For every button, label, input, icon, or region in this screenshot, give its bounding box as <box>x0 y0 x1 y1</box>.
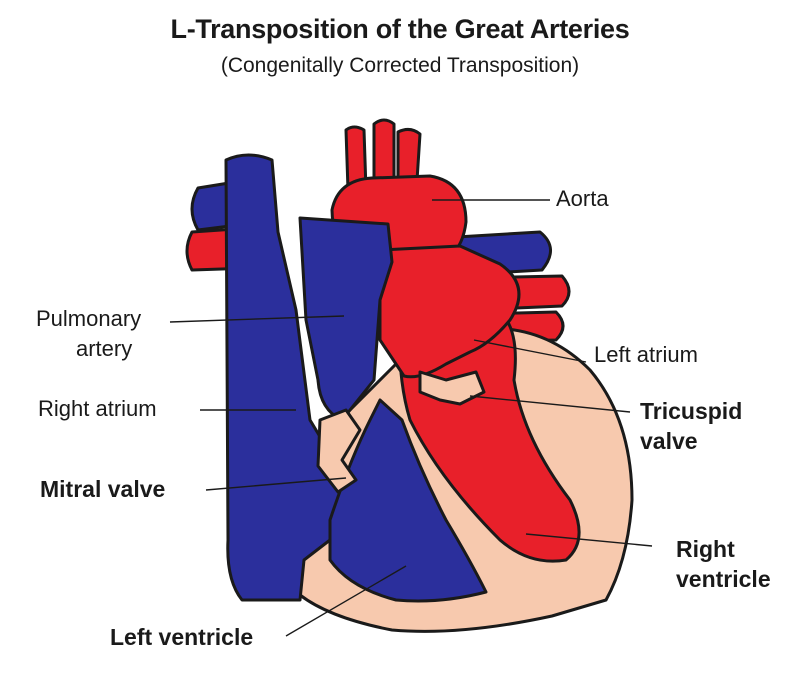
pulmonary-artery <box>298 216 394 422</box>
label-pulmonary-artery-line1: Pulmonary <box>36 306 142 331</box>
left-ventricle-pointer-line <box>285 565 407 637</box>
label-right-ventricle-line2: ventricle <box>676 566 771 592</box>
left-atrium-pointer-line <box>473 339 587 363</box>
label-aorta: Aorta <box>556 186 609 211</box>
mitral-valve-shape <box>316 408 362 494</box>
diagram-subtitle: (Congenitally Corrected Transposition) <box>220 54 580 77</box>
label-left-atrium: Left atrium <box>594 342 698 367</box>
left-ventricle <box>328 398 488 603</box>
pulmonary-artery-pointer-line <box>169 315 345 323</box>
label-tricuspid-valve-line2: valve <box>640 428 698 454</box>
label-right-ventricle-line1: Right <box>676 536 735 562</box>
label-pulmonary-artery-line2: artery <box>76 336 133 361</box>
label-mitral-valve: Mitral valve <box>40 476 166 502</box>
tricuspid-valve-pointer-line <box>469 395 631 413</box>
label-tricuspid-valve-line1: Tricuspid <box>640 398 743 424</box>
tricuspid-valve-shape <box>418 370 486 406</box>
right-ventricle-pointer-line <box>525 533 653 547</box>
diagram-title: L-Transposition of the Great Arteries <box>170 14 630 44</box>
mitral-valve-pointer-line <box>205 477 347 491</box>
label-left-ventricle: Left ventricle <box>110 624 254 650</box>
label-right-atrium: Right atrium <box>38 396 157 421</box>
left-atrium <box>378 244 521 379</box>
